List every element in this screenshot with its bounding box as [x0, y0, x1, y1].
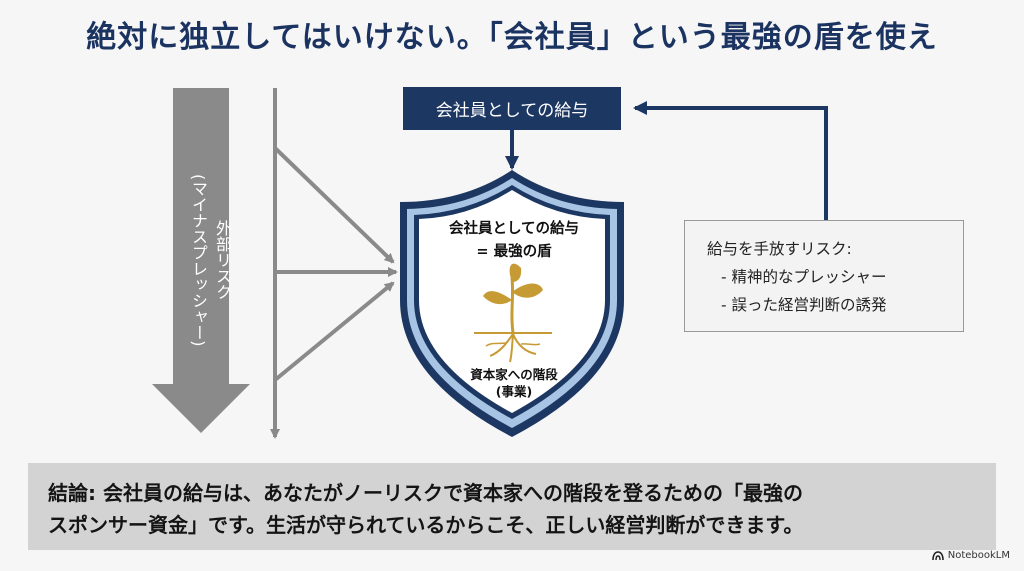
- conclusion-box: 結論: 会社員の給与は、あなたがノーリスクで資本家への階段を登るための「最強の …: [28, 463, 996, 550]
- conclusion-line2: スポンサー資金」です。生活が守られているからこそ、正しい経営判断ができます。: [48, 513, 804, 537]
- sprout-icon: [474, 263, 552, 363]
- shield-title: 会社員としての給与 = 最強の盾: [404, 218, 624, 264]
- external-risk-line2: (マイナスプレッシャー): [189, 173, 208, 347]
- risk-box-heading: 給与を手放すリスク:: [707, 240, 852, 258]
- brand-label: NotebookLM: [947, 550, 1010, 561]
- pressure-arrow-upper: [273, 146, 395, 264]
- brand: NotebookLM: [931, 550, 1010, 561]
- pressure-arrow-lower: [273, 281, 395, 382]
- risk-item: - 誤った経営判断の誘発: [721, 296, 887, 314]
- shield-bottom-label: 資本家への階段 (事業): [404, 366, 624, 400]
- risk-box: 給与を手放すリスク: - 精神的なプレッシャー - 誤った経営判断の誘発: [684, 220, 964, 332]
- shield-bottom-line2: (事業): [495, 384, 533, 399]
- external-risk-label: 外部リスク (マイナスプレッシャー): [178, 150, 234, 370]
- notebooklm-logo-icon: [931, 550, 944, 560]
- shield-bottom-line1: 資本家への階段: [470, 367, 558, 382]
- external-pressure-arrow: [152, 88, 250, 433]
- conclusion-line1: 結論: 会社員の給与は、あなたがノーリスクで資本家への階段を登るための「最強の: [48, 481, 803, 505]
- shield-title-line1: 会社員としての給与: [448, 221, 580, 237]
- salary-box: 会社員としての給与: [403, 87, 621, 130]
- shield-title-line2: = 最強の盾: [476, 244, 552, 260]
- external-risk-line1: 外部リスク: [213, 220, 232, 300]
- page-title: 絶対に独立してはいけない。「会社員」という最強の盾を使え: [86, 20, 938, 55]
- risk-feedback-arrow: [633, 101, 828, 220]
- risk-item: - 精神的なプレッシャー: [721, 268, 887, 286]
